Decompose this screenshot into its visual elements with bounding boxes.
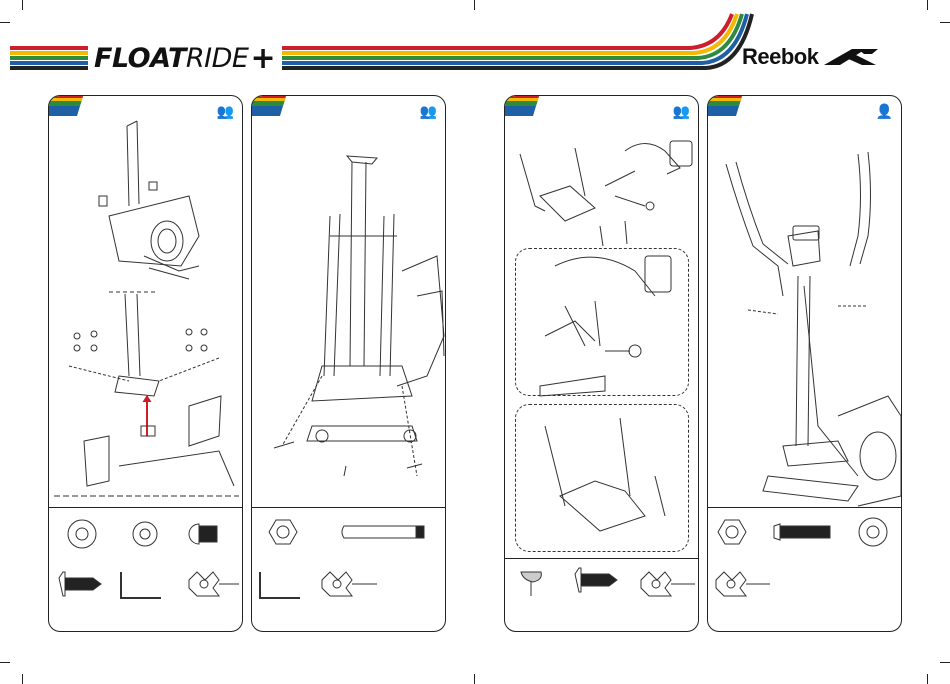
hardware-list (708, 96, 901, 631)
hardware-list (252, 96, 445, 631)
knob-icon (521, 572, 541, 596)
nut-icon (269, 520, 297, 544)
allen-key-icon (121, 572, 161, 598)
crop-mark (474, 674, 475, 684)
crop-mark (0, 662, 10, 663)
product-plus: + (250, 41, 275, 76)
reebok-delta-icon (822, 45, 880, 69)
multi-wrench-icon (189, 572, 239, 596)
step-panel-4: 👤 (707, 95, 902, 632)
crop-mark (474, 0, 475, 10)
crop-mark (940, 662, 950, 663)
crop-mark (22, 674, 23, 684)
product-name-bold: FLOAT (94, 43, 186, 74)
product-name-light: RIDE (186, 43, 249, 74)
screw-icon (575, 568, 617, 592)
product-logo: FLOAT RIDE + (88, 40, 282, 76)
multi-wrench-icon (641, 572, 695, 596)
crop-mark (0, 22, 10, 23)
step-panel-2: 👥 (251, 95, 446, 632)
long-bolt-icon (774, 524, 830, 540)
crop-mark (940, 22, 950, 23)
brand-logo: Reebok (742, 44, 880, 70)
washer-icon (133, 522, 157, 546)
step-panel-3: 👥 (504, 95, 699, 632)
allen-key-icon (260, 572, 300, 598)
crop-mark (927, 0, 928, 10)
nut-icon (718, 520, 746, 544)
washer-icon (859, 518, 887, 546)
brand-name: Reebok (742, 44, 818, 70)
multi-wrench-icon (322, 572, 377, 596)
axle-bolt-icon (342, 526, 424, 538)
multi-wrench-icon (716, 572, 770, 596)
step-panel-1: 👥 (48, 95, 243, 632)
hardware-list (49, 96, 242, 631)
bolt-icon (189, 524, 217, 544)
crop-mark (22, 0, 23, 10)
screw-icon (59, 572, 101, 596)
hardware-list (505, 96, 698, 631)
washer-icon (68, 520, 96, 548)
crop-mark (927, 674, 928, 684)
